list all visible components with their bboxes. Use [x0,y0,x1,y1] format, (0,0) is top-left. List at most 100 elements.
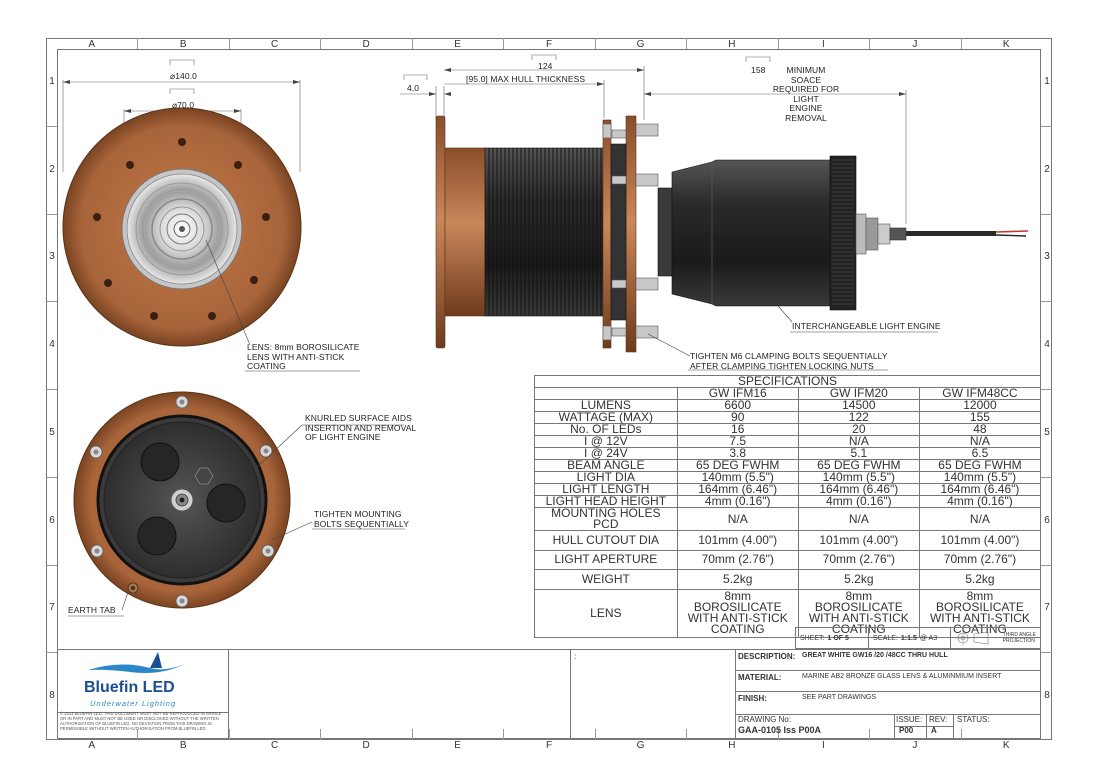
column-label: H [728,740,736,751]
spec-value-cell: 8mm BOROSILICATE WITH ANTI-STICK COATING [797,588,920,638]
column-label: C [271,740,279,751]
dim-overall-length: 124 [538,61,553,71]
row-label: 1 [49,75,55,87]
column-label: G [636,39,645,50]
status-label: STATUS: [957,715,990,724]
column-label: D [362,39,370,50]
sheet-value: 1 OF 5 [827,634,849,642]
spec-value-cell: 101mm (4.00") [676,530,799,551]
column-label: D [362,740,370,751]
spec-value-cell: 8mm BOROSILICATE WITH ANTI-STICK COATING [676,588,799,638]
row-label: 4 [49,339,55,351]
row-label: 3 [1044,251,1050,263]
row-label: 1 [1044,75,1050,87]
row-label: 3 [49,251,55,263]
issue-value: P00 [899,726,914,735]
column-label: F [545,740,553,751]
column-label: K [1002,39,1010,50]
spec-value-cell: 8mm BOROSILICATE WITH ANTI-STICK COATING [918,588,1042,638]
side-view [400,54,1029,371]
callout-light-engine: INTERCHANGEABLE LIGHT ENGINE [792,321,941,331]
spec-row-label: LIGHT APERTURE [534,549,678,570]
column-label: B [179,740,187,751]
dim-hull-thickness: [95.0] MAX HULL THICKNESS [466,74,586,84]
row-label: 7 [49,602,55,614]
column-label: J [912,39,918,50]
spec-row-label: MOUNTING HOLES PCD [534,507,678,531]
dim-flange-thickness: 4.0 [407,83,420,93]
projection-label: THIRD ANGLE PROJECTION [1002,632,1036,644]
callout-mounting-bolts: TIGHTEN MOUNTING BOLTS SEQUENTIALLY [314,509,410,529]
description-label: DESCRIPTION: [738,652,796,661]
spec-row-label: LENS [534,588,678,638]
dim-outer-diameter: ⌀140.0 [170,71,197,81]
rev-value: A [931,726,937,735]
spec-value-cell: 101mm (4.00") [918,530,1042,551]
spec-value-cell: 4mm (0.16") [797,495,920,508]
spec-row-label: No. OF LEDs [534,423,678,436]
spec-value-cell: 3.8 [676,447,799,460]
spec-value-cell: 101mm (4.00") [797,530,920,551]
sheet-label: SHEET: [800,634,825,642]
callout-earth-tab: EARTH TAB [68,605,116,615]
row-label: 6 [49,514,55,526]
row-label: 8 [1044,690,1050,702]
row-label: 7 [1044,602,1050,614]
paper-size: @ A3 [919,634,938,642]
scale-label: SCALE: [873,634,898,642]
rear-view [68,391,405,617]
spec-value-cell: 4mm (0.16") [676,495,799,508]
company-tagline: Underwater Lighting [90,699,177,708]
column-label: E [454,39,461,50]
spec-row-label: WEIGHT [534,569,678,590]
spec-value-cell: N/A [797,507,920,531]
spec-value-cell: 5.2kg [918,569,1042,590]
row-label: 8 [49,690,55,702]
sheet-border-inner [57,49,1041,739]
column-label: E [454,740,461,751]
front-view [62,59,360,372]
copyright-disclaimer: © 2014 BLUEFIN LED. THIS DOCUMENT MUST N… [60,711,222,731]
spec-value-cell: 4mm (0.16") [918,495,1042,508]
spec-value-cell: 65 DEG FWHM [918,459,1042,472]
column-label: A [88,39,96,50]
finish-value: SEE PART DRAWINGS [802,694,877,701]
specifications-header-row: GW IFM16 GW IFM20 GW IFM48CC [534,387,1042,400]
title-block [57,649,1041,740]
row-label: 4 [1044,339,1050,351]
column-label: G [636,740,645,751]
spec-value-cell: 70mm (2.76") [918,549,1042,570]
callout-clamping-bolts: TIGHTEN M6 CLAMPING BOLTS SEQUENTIALLY A… [690,351,888,371]
material-label: MATERIAL: [738,673,782,682]
dim-removal-clearance-value: 158 [751,65,766,75]
spec-value-cell: 12000 [918,399,1042,412]
spec-row-label: HULL CUTOUT DIA [534,530,678,551]
dim-inner-diameter: ⌀70.0 [172,100,195,110]
column-label: C [271,39,279,50]
spec-value-cell: 5.2kg [797,569,920,590]
dim-removal-clearance-label: MINIMUM SOACE REQUIRED FOR LIGHT ENGINE … [772,65,840,123]
projection-cell: THIRD ANGLE PROJECTION [950,628,1040,648]
spec-value-cell: 164mm (6.46") [918,483,1042,496]
spec-value-cell: N/A [676,507,799,531]
column-label: F [545,39,553,50]
rev-label: REV: [929,715,948,724]
row-label: 5 [1044,426,1050,438]
drawing-number-label: DRAWING No: [738,715,792,724]
company-logo-text: Bluefin LED [84,679,175,696]
description-value: GREAT WHITE GW16 /20 /48CC THRU HULL [802,652,948,659]
callout-knurled-surface: KNURLED SURFACE AIDS INSERTION AND REMOV… [305,413,417,442]
column-label: B [179,39,187,50]
spec-value-cell: 70mm (2.76") [676,549,799,570]
row-label: 2 [49,163,55,175]
column-label: H [728,39,736,50]
finish-label: FINISH: [738,694,767,703]
scale-cell: SCALE: 1:1.5 @ A3 [868,628,950,648]
